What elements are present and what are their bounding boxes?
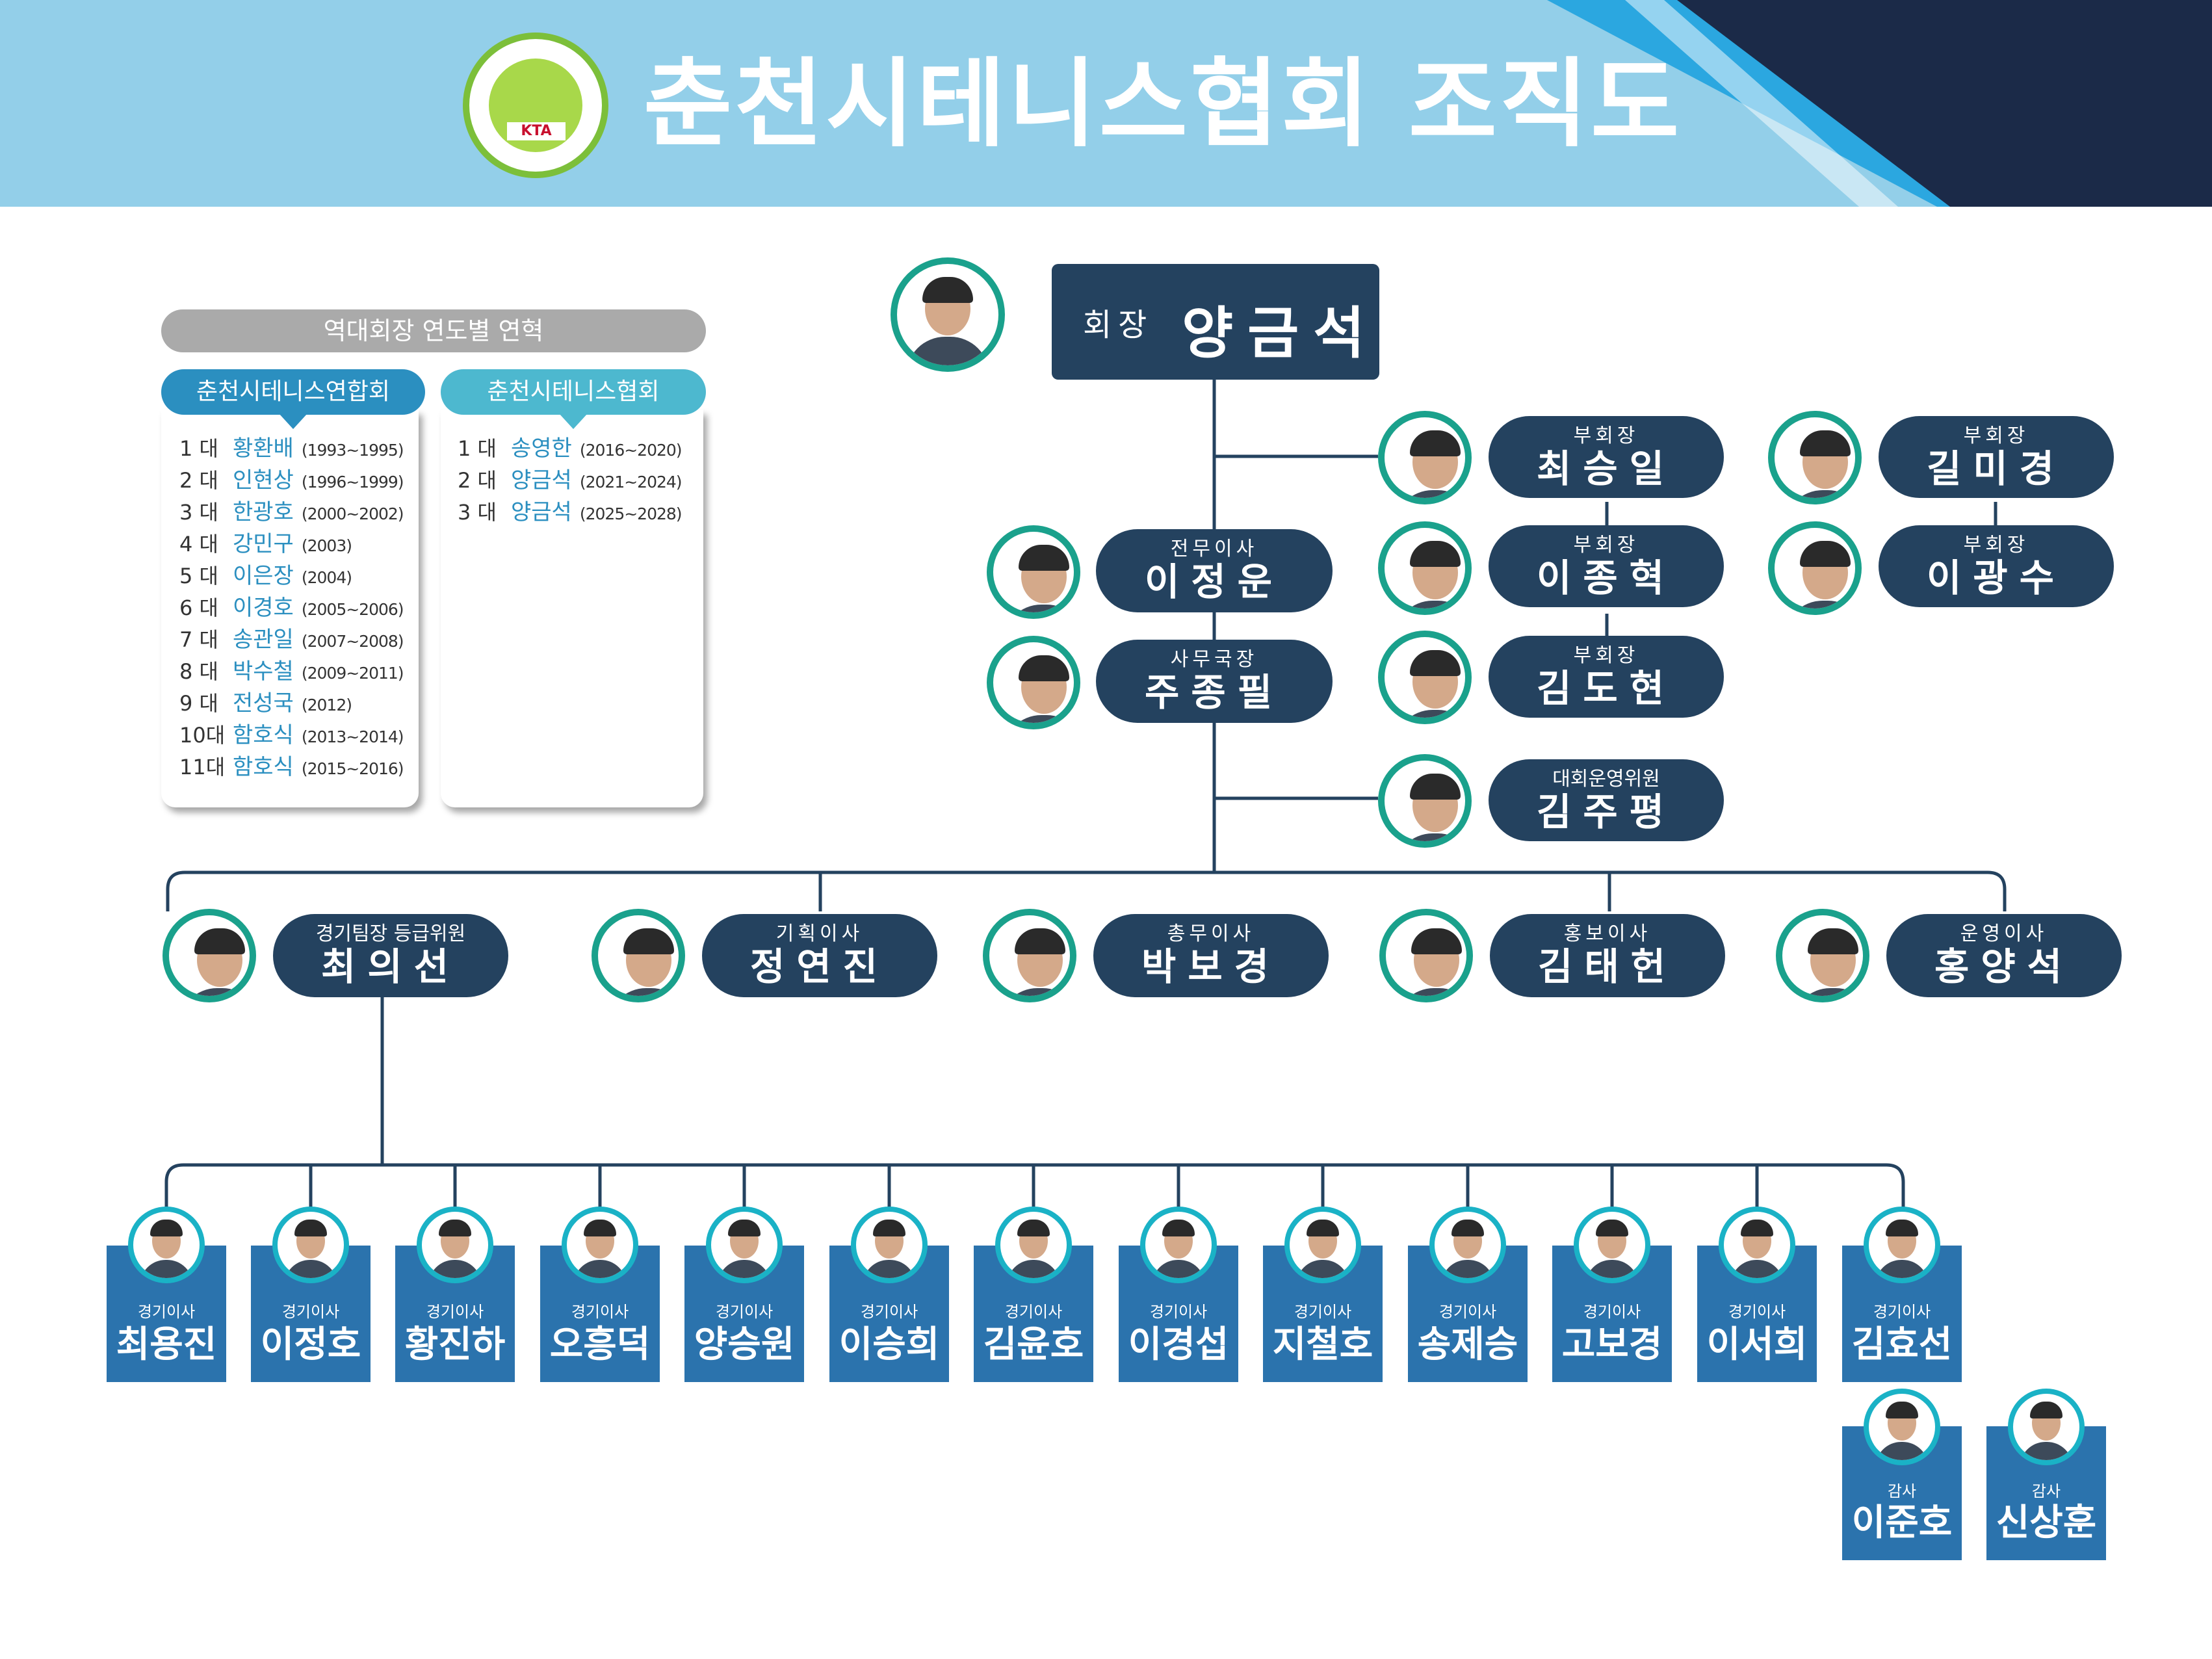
logo-kta-mark: KTA	[507, 122, 566, 140]
vp5-photo	[1768, 521, 1862, 615]
history-card-association	[441, 410, 703, 807]
director-photo-pr	[1379, 909, 1473, 1002]
director-photo-operations	[1776, 909, 1869, 1002]
member-photo	[851, 1207, 928, 1283]
vp1-photo	[1378, 411, 1472, 504]
history-title: 역대회장 연도별 연혁	[161, 309, 706, 352]
auditor-photo	[2008, 1389, 2085, 1465]
member-photo	[128, 1207, 205, 1283]
member-photo	[562, 1207, 638, 1283]
member-photo	[1574, 1207, 1650, 1283]
header-stripes	[1547, 0, 2212, 207]
member-photo	[1719, 1207, 1795, 1283]
president-name: 양금석	[1182, 301, 1379, 366]
tournament-committee-photo	[1378, 754, 1472, 848]
history-tab-association: 춘천시테니스협회	[441, 369, 706, 429]
member-photo	[706, 1207, 783, 1283]
header-banner: KTA 춘천시테니스협회 조직도	[0, 0, 2212, 207]
managing-director-photo	[987, 525, 1080, 619]
history-tab-federation: 춘천시테니스연합회	[161, 369, 425, 429]
director-photo-general-affairs	[983, 909, 1076, 1002]
secretary-general-photo	[987, 636, 1080, 729]
member-photo	[995, 1207, 1072, 1283]
member-photo	[1140, 1207, 1217, 1283]
history-tab-association-label: 춘천시테니스협회	[487, 378, 660, 405]
vp3-photo	[1378, 631, 1472, 724]
tab-pointer-icon	[279, 413, 307, 429]
auditor-photo	[1864, 1389, 1940, 1465]
president-node: 회장 양금석	[1052, 264, 1379, 380]
director-photo-game	[163, 909, 256, 1002]
member-photo	[272, 1207, 349, 1283]
history-card-federation	[161, 410, 419, 807]
member-photo	[1864, 1207, 1940, 1283]
history-tab-federation-label: 춘천시테니스연합회	[196, 378, 391, 405]
tab-pointer-icon	[559, 413, 588, 429]
president-role: 회장	[1083, 307, 1154, 343]
vp2-photo	[1378, 521, 1472, 615]
association-logo: KTA	[463, 33, 608, 178]
page-title: 춘천시테니스협회 조직도	[644, 48, 1682, 160]
president-photo	[891, 257, 1005, 372]
vp4-photo	[1768, 411, 1862, 504]
member-photo	[1284, 1207, 1361, 1283]
member-photo	[1429, 1207, 1506, 1283]
director-photo-planning	[592, 909, 685, 1002]
member-photo	[417, 1207, 493, 1283]
